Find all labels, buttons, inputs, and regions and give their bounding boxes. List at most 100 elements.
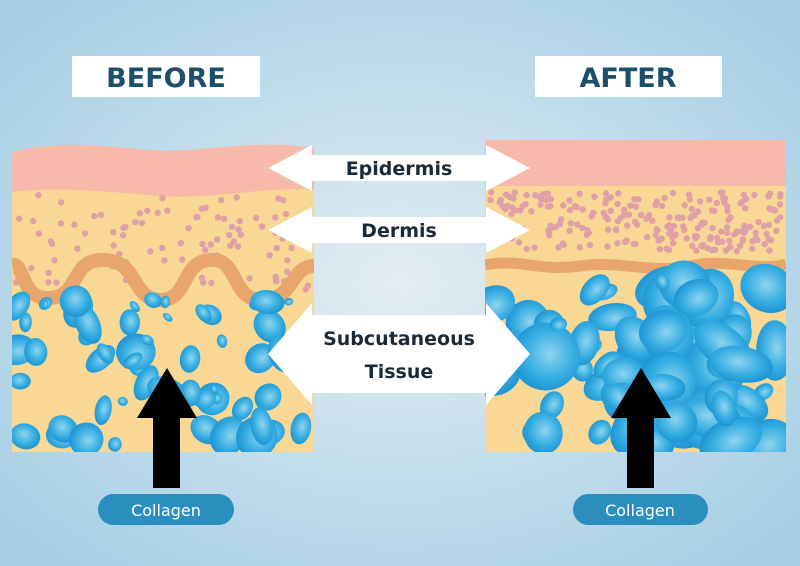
dermis-arrow: Dermis: [268, 207, 530, 253]
dermis-dot: [579, 206, 586, 213]
dermis-dot: [706, 196, 713, 203]
fat-cell: [59, 285, 92, 318]
dermis-dot: [741, 205, 749, 212]
dermis-dot: [665, 246, 673, 254]
fat-cell: [284, 297, 294, 306]
dermis-dot: [537, 201, 544, 208]
dermis-dot: [717, 189, 725, 196]
fat-cell: [216, 334, 228, 348]
fat-cell: [579, 274, 610, 306]
dermis-dot: [202, 204, 209, 212]
dermis-dot: [740, 191, 748, 198]
dermis-dot: [159, 194, 166, 202]
fat-cell: [12, 372, 31, 390]
dermis-dot: [233, 194, 240, 201]
dermis-dot: [556, 220, 564, 228]
dermis-dot: [81, 230, 89, 237]
fat-cell: [253, 309, 286, 343]
dermis-dot: [161, 257, 168, 264]
dermis-dot: [234, 243, 242, 250]
dermis-dot: [57, 199, 65, 206]
dermis-dot: [45, 269, 52, 277]
dermis-dot: [631, 196, 638, 203]
dermis-dot: [566, 197, 573, 204]
dermis-dot: [583, 231, 590, 239]
after-collagen-pill: [573, 494, 708, 525]
fat-cell: [709, 345, 773, 383]
dermis-dot: [630, 240, 637, 248]
before-epidermis: [12, 144, 314, 197]
fat-cell: [108, 437, 122, 452]
dermis-dot: [506, 193, 513, 200]
after-epidermis: [485, 140, 786, 186]
dermis-dot: [776, 201, 784, 208]
dermis-dot: [771, 207, 779, 214]
dermis-dot: [515, 239, 523, 246]
dermis-dot: [236, 217, 243, 225]
dermis-dot: [727, 243, 734, 251]
dermis-dot: [45, 279, 52, 286]
dermis-dot: [718, 228, 725, 235]
dermis-dot: [725, 216, 732, 224]
fat-cell: [639, 309, 689, 353]
dermis-dot: [164, 207, 171, 214]
dermis-dot: [763, 230, 770, 238]
dermis-dot: [591, 193, 598, 200]
dermis-dot: [688, 205, 696, 213]
dermis-dot: [617, 214, 624, 222]
dermis-dot: [198, 274, 206, 282]
dermis-dot: [632, 203, 640, 210]
fat-cell: [160, 295, 171, 309]
subcutaneous-label-line2: Tissue: [365, 361, 434, 383]
dermis-dot: [519, 203, 526, 210]
dermis-dot: [53, 279, 60, 286]
fat-cell: [655, 273, 670, 292]
fat-cell: [523, 411, 563, 452]
dermis-dot: [637, 211, 645, 219]
dermis-dot: [721, 199, 728, 206]
dermis-dot: [547, 222, 554, 229]
dermis-dot: [664, 223, 671, 230]
dermis-dot: [751, 191, 758, 199]
dermis-dot: [574, 221, 581, 228]
dermis-dot: [656, 245, 664, 253]
fat-cell: [162, 312, 173, 322]
dermis-dot: [704, 245, 711, 252]
before-collagen-pill: [98, 494, 234, 525]
dermis-dot: [765, 221, 773, 229]
dermis-dot: [714, 239, 722, 246]
dermis-dot: [649, 217, 656, 225]
dermis-dot: [272, 214, 279, 221]
dermis-dot: [159, 244, 166, 252]
dermis-dot: [47, 238, 55, 245]
dermis-dot: [586, 241, 594, 249]
dermis-dot: [567, 220, 574, 227]
dermis-dot: [502, 205, 509, 213]
dermis-dot: [221, 215, 228, 223]
dermis-dot: [623, 222, 631, 229]
dermis-dot: [523, 245, 530, 253]
dermis-dot: [576, 190, 583, 197]
dermis-dot: [273, 244, 280, 252]
dermis-dot: [560, 202, 567, 209]
fat-cell: [123, 352, 143, 369]
dermis-dot: [752, 229, 759, 237]
dermis-dot: [708, 207, 716, 214]
dermis-dot: [755, 218, 762, 226]
dermis-dot: [185, 225, 192, 232]
fat-cell: [117, 396, 128, 406]
dermis-dot: [35, 230, 43, 237]
dermis-dot: [713, 199, 720, 207]
dermis-dot: [760, 222, 768, 230]
dermis-dot: [723, 224, 731, 231]
before-collagen-up-arrow: [137, 368, 197, 488]
dermis-dot: [584, 226, 591, 234]
dermis-dot: [669, 234, 676, 241]
dermis-dot: [91, 212, 98, 220]
fat-cell: [699, 416, 762, 452]
dermis-dot: [669, 189, 677, 197]
dermis-dot: [228, 223, 236, 231]
fat-cell: [179, 345, 201, 373]
dermis-dot: [615, 190, 622, 197]
dermis-dot: [508, 210, 515, 218]
